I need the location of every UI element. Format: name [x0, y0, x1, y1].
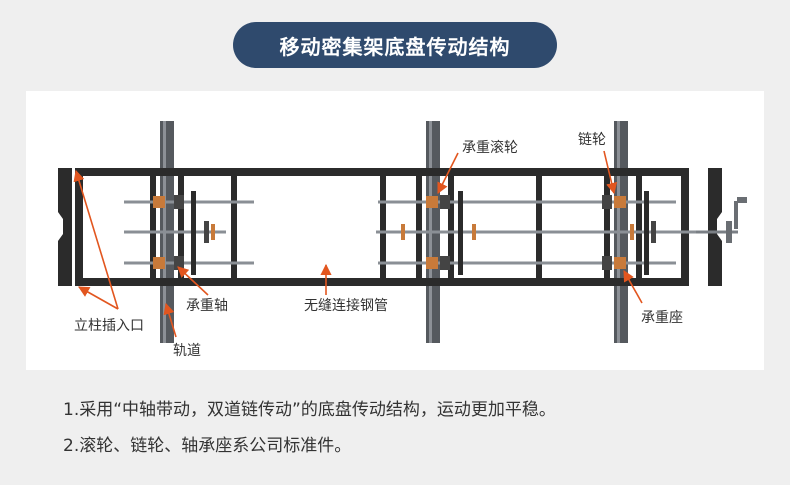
label-bearing-shaft: 承重轴: [186, 298, 228, 314]
roller-assemblies: [153, 191, 656, 275]
page-title: 移动密集架底盘传动结构: [233, 22, 557, 68]
label-column-socket: 立柱插入口: [74, 318, 144, 334]
note-2: 2.滚轮、链轮、轴承座系公司标准件。: [63, 436, 352, 456]
crank-handle: [696, 197, 747, 243]
note-1: 1.采用“中轴带动，双道链传动”的底盘传动结构，运动更加平稳。: [63, 400, 556, 420]
chassis-diagram: [58, 121, 747, 343]
label-bearing-roller: 承重滚轮: [462, 140, 518, 156]
seamless-pipes: [124, 200, 696, 265]
label-seamless-pipe: 无缝连接钢管: [304, 298, 388, 314]
label-track: 轨道: [173, 343, 201, 359]
chassis-frame: [75, 168, 689, 286]
diagram-panel: 承重滚轮 链轮 承重轴 无缝连接钢管 承重座 立柱插入口 轨道: [26, 91, 764, 370]
label-sprocket: 链轮: [578, 132, 606, 148]
callout-arrows: [73, 150, 643, 338]
notes: 1.采用“中轴带动，双道链传动”的底盘传动结构，运动更加平稳。 2.滚轮、链轮、…: [63, 392, 556, 464]
label-bearing-seat: 承重座: [641, 310, 683, 326]
column-sockets: [58, 168, 722, 286]
